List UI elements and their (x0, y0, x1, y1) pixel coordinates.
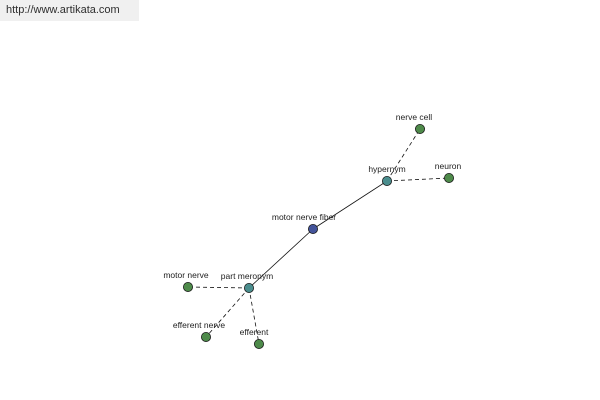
node-marker-part-meronym[interactable] (243, 282, 254, 293)
node-label-hypernym: hypernym (368, 164, 405, 174)
node-marker-hypernym[interactable] (381, 175, 392, 186)
node-motor-nerve[interactable]: motor nerve (163, 270, 209, 292)
node-marker-efferent[interactable] (253, 338, 264, 349)
node-label-motor-nerve-fiber: motor nerve fiber (272, 212, 336, 222)
node-marker-nerve-cell[interactable] (414, 124, 425, 135)
edge-hypernym-to-neuron (386, 177, 450, 182)
node-efferent[interactable]: efferent (240, 327, 269, 349)
node-label-efferent-nerve: efferent nerve (173, 320, 226, 330)
edge-part-meronym-to-efferent (248, 287, 260, 345)
graph-edges (187, 128, 450, 345)
node-marker-neuron[interactable] (443, 172, 454, 183)
node-nerve-cell[interactable]: nerve cell (396, 112, 432, 135)
node-motor-nerve-fiber[interactable]: motor nerve fiber (272, 212, 336, 234)
edge-part-meronym-to-motor-nerve (187, 286, 250, 289)
node-marker-efferent-nerve[interactable] (200, 331, 211, 342)
node-label-nerve-cell: nerve cell (396, 112, 432, 122)
node-label-part-meronym: part meronym (221, 271, 273, 281)
node-neuron[interactable]: neuron (435, 161, 462, 183)
node-label-efferent: efferent (240, 327, 269, 337)
edge-motor-nerve-fiber-to-part-meronym (248, 228, 314, 289)
edge-motor-nerve-fiber-to-hypernym (312, 180, 388, 230)
node-hypernym[interactable]: hypernym (368, 164, 406, 186)
node-marker-motor-nerve[interactable] (182, 281, 193, 292)
node-marker-motor-nerve-fiber[interactable] (307, 223, 318, 234)
graph-nodes: motor nerve fiber hypernym part meronym ner… (163, 112, 462, 349)
edge-part-meronym-to-efferent-nerve (205, 287, 250, 338)
edge-hypernym-to-nerve-cell (386, 128, 421, 182)
node-part-meronym[interactable]: part meronym (221, 271, 273, 293)
node-label-motor-nerve: motor nerve (163, 270, 209, 280)
source-url[interactable]: http://www.artikata.com (6, 4, 120, 16)
node-efferent-nerve[interactable]: efferent nerve (173, 320, 226, 342)
source-banner: http://www.artikata.com (0, 0, 139, 21)
node-label-neuron: neuron (435, 161, 462, 171)
